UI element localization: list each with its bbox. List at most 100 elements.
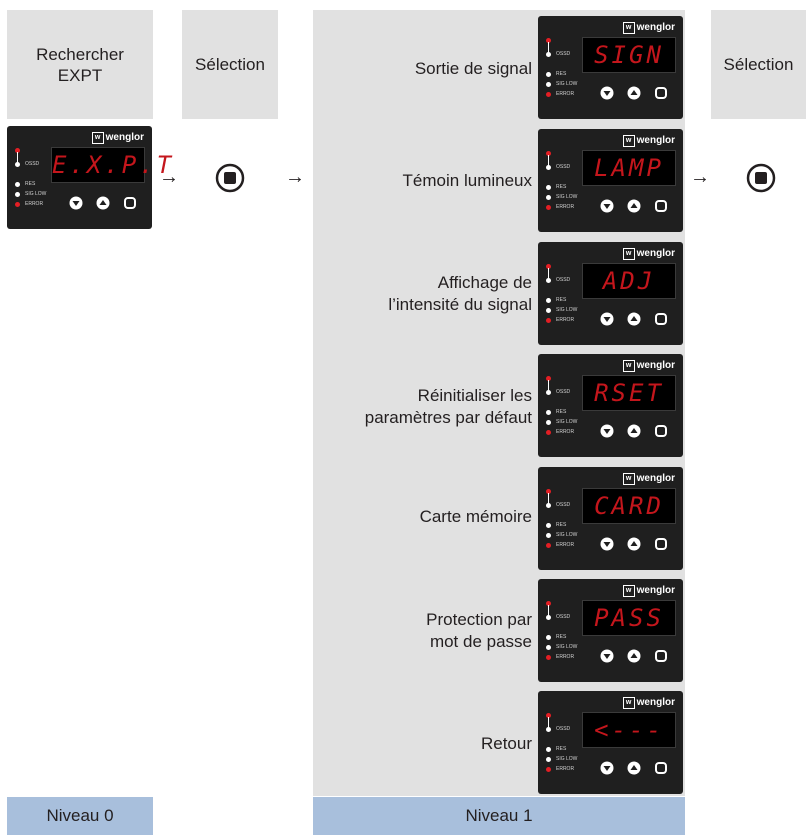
ossd-red-led <box>546 489 551 494</box>
display-screen: <--- <box>582 712 676 748</box>
wenglor-logo-icon: w <box>91 132 104 144</box>
wenglor-brand: wenglor <box>636 135 675 146</box>
col3-title: Sélection <box>723 55 794 74</box>
led-label: SIG LOW <box>556 756 578 762</box>
display-screen: PASS <box>582 600 676 636</box>
led-res-indicator <box>546 185 551 190</box>
item-label-1: Sortie de signal <box>414 59 532 78</box>
led-res-indicator <box>15 182 20 187</box>
select-button-icon-2 <box>746 163 776 193</box>
col1-header-box <box>182 10 278 119</box>
led-label: RES <box>556 71 567 77</box>
up-key-icon <box>96 196 110 210</box>
up-key-icon <box>627 312 641 326</box>
led-label: SIG LOW <box>25 191 47 197</box>
wenglor-brand: wenglor <box>636 248 675 259</box>
led-ossd-indicator <box>546 52 551 57</box>
display-text: E.X.P.T <box>52 151 175 179</box>
led-label: RES <box>556 409 567 415</box>
led-error-indicator <box>546 205 551 210</box>
wenglor-logo-icon: w <box>622 248 635 260</box>
wenglor-brand: wenglor <box>636 360 675 371</box>
led-ossd-indicator <box>546 503 551 508</box>
up-key-icon <box>627 86 641 100</box>
led-label: SIG LOW <box>556 194 578 200</box>
led-label: OSSD <box>556 277 571 283</box>
led-label: ERROR <box>556 91 575 97</box>
led-error-indicator <box>546 543 551 548</box>
up-key-icon <box>627 649 641 663</box>
enter-key-icon <box>655 762 667 774</box>
ossd-red-led <box>546 38 551 43</box>
led-label: RES <box>556 297 567 303</box>
led-sig-low-indicator <box>546 195 551 200</box>
led-res-indicator <box>546 72 551 77</box>
wenglor-logo-icon: w <box>622 360 635 372</box>
down-key-icon <box>600 537 614 551</box>
up-key-icon <box>627 537 641 551</box>
led-error-indicator <box>546 92 551 97</box>
down-key-icon <box>600 649 614 663</box>
led-connector-line <box>17 152 18 164</box>
led-sig-low-indicator <box>546 308 551 313</box>
led-ossd-indicator <box>546 278 551 283</box>
led-sig-low-indicator <box>546 420 551 425</box>
led-label: OSSD <box>556 502 571 508</box>
wenglor-logo-icon: w <box>622 135 635 147</box>
wenglor-logo-icon: w <box>622 697 635 709</box>
wenglor-brand: wenglor <box>636 585 675 596</box>
item-label-4: Réinitialiser les paramètres par défaut <box>364 386 532 427</box>
led-connector-line <box>548 717 549 729</box>
led-connector-line <box>548 605 549 617</box>
led-sig-low-indicator <box>546 757 551 762</box>
down-key-icon <box>600 86 614 100</box>
led-ossd-indicator <box>15 162 20 167</box>
display-text: CARD <box>594 492 664 520</box>
arrow-3: → <box>690 166 710 188</box>
down-key-icon <box>600 312 614 326</box>
led-label: OSSD <box>556 389 571 395</box>
led-label: ERROR <box>556 429 575 435</box>
ossd-red-led <box>15 148 20 153</box>
enter-key-icon <box>655 650 667 662</box>
enter-key-icon <box>655 425 667 437</box>
display-screen: ADJ <box>582 263 676 299</box>
wenglor-brand: wenglor <box>636 22 675 33</box>
col1-title: Sélection <box>195 55 265 74</box>
led-label: OSSD <box>556 164 571 170</box>
ossd-red-led <box>546 376 551 381</box>
display-screen: E.X.P.T <box>51 147 175 183</box>
wenglor-logo-icon: w <box>622 473 635 485</box>
arrow-2: → <box>285 166 305 188</box>
led-label: RES <box>556 522 567 528</box>
led-error-indicator <box>546 767 551 772</box>
led-label: SIG LOW <box>556 307 578 313</box>
led-connector-line <box>548 268 549 280</box>
led-label: ERROR <box>556 654 575 660</box>
led-label: ERROR <box>556 204 575 210</box>
led-label: OSSD <box>25 161 40 167</box>
led-connector-line <box>548 155 549 167</box>
led-res-indicator <box>546 410 551 415</box>
led-label: RES <box>556 634 567 640</box>
led-error-indicator <box>546 655 551 660</box>
ossd-red-led <box>546 601 551 606</box>
led-label: ERROR <box>556 766 575 772</box>
down-key-icon <box>600 424 614 438</box>
ossd-red-led <box>546 713 551 718</box>
item-label-2: Témoin lumineux <box>402 171 532 190</box>
led-label: OSSD <box>556 726 571 732</box>
led-label: SIG LOW <box>556 532 578 538</box>
led-connector-line <box>548 380 549 392</box>
display-text: RSET <box>594 379 664 407</box>
led-ossd-indicator <box>546 165 551 170</box>
wenglor-brand: wenglor <box>636 697 675 708</box>
